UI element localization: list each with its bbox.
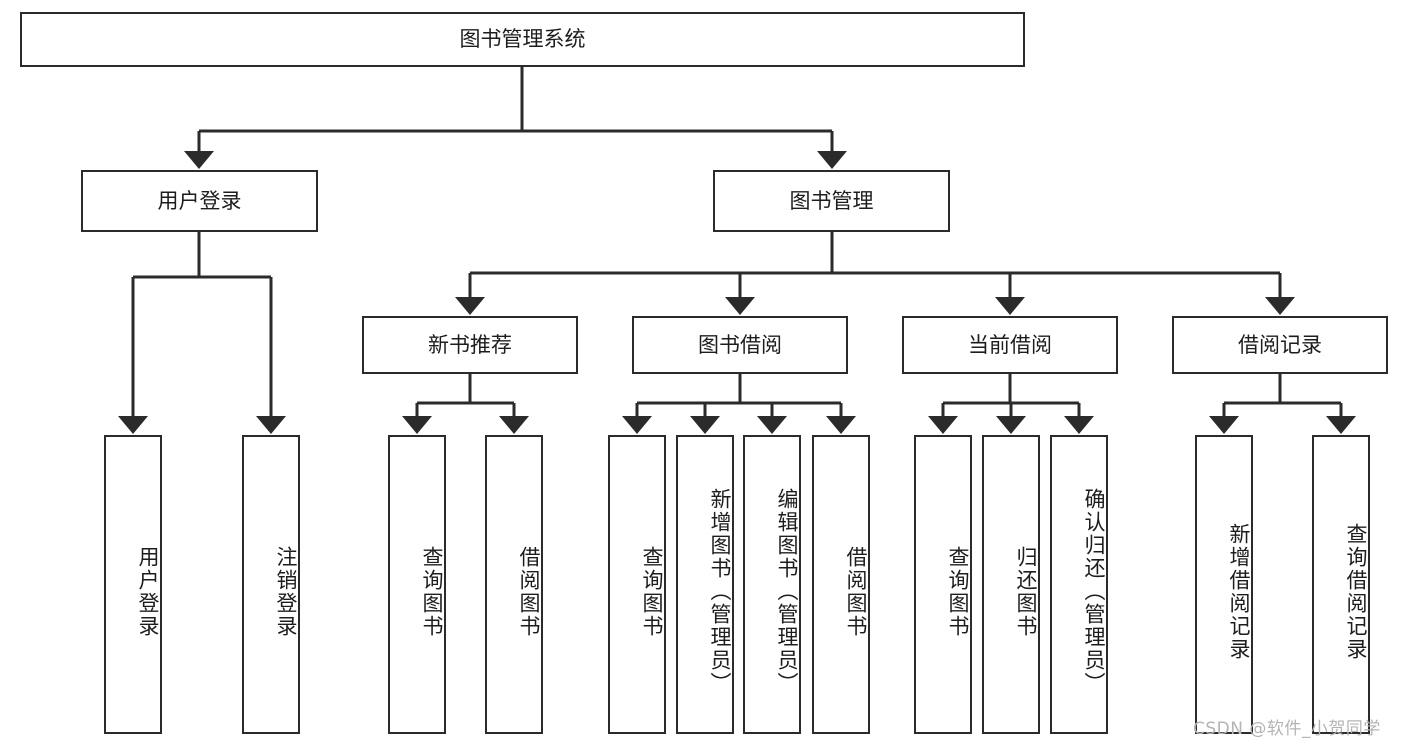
node-label: 图书借阅 [698,332,782,357]
node-label: 归还图书 [1014,545,1038,638]
leaf-current-return-book[interactable]: 归还图书 [982,435,1040,734]
csdn-watermark: CSDN @软件_小贺同学 [1193,719,1381,739]
node-label: 查询借阅记录 [1344,522,1368,661]
node-user-login[interactable]: 用户登录 [81,170,318,232]
leaf-recommend-borrow-book[interactable]: 借阅图书 [485,435,543,734]
node-label: 图书管理系统 [459,27,586,52]
leaf-current-query-book[interactable]: 查询图书 [914,435,972,734]
node-borrow-records[interactable]: 借阅记录 [1172,316,1388,374]
node-root-system[interactable]: 图书管理系统 [20,12,1025,67]
node-label: 图书管理 [789,188,874,213]
leaf-records-add-record[interactable]: 新增借阅记录 [1195,435,1253,734]
node-label: 用户登录 [136,545,160,638]
leaf-borrow-add-book[interactable]: 新增图书（管理员） [676,435,734,734]
leaf-recommend-query-book[interactable]: 查询图书 [388,435,446,734]
node-label: 新书推荐 [428,332,512,357]
leaf-user-login-login[interactable]: 用户登录 [104,435,162,734]
node-label: 确认归还（管理员） [1082,488,1106,695]
node-label: 当前借阅 [968,332,1052,357]
node-label: 用户登录 [157,188,242,213]
node-label: 查询图书 [946,545,970,638]
node-new-book-recommend[interactable]: 新书推荐 [362,316,578,374]
node-label: 新增图书（管理员） [708,488,732,695]
leaf-borrow-query-book[interactable]: 查询图书 [608,435,666,734]
leaf-records-query-record[interactable]: 查询借阅记录 [1312,435,1370,734]
node-book-management[interactable]: 图书管理 [713,170,950,232]
leaf-borrow-borrow-book[interactable]: 借阅图书 [812,435,870,734]
node-label: 查询图书 [420,545,444,638]
node-book-borrow[interactable]: 图书借阅 [632,316,848,374]
node-label: 查询图书 [640,545,664,638]
node-current-borrow[interactable]: 当前借阅 [902,316,1118,374]
node-label: 借阅图书 [517,545,541,638]
node-label: 借阅图书 [844,545,868,638]
leaf-user-login-logout[interactable]: 注销登录 [242,435,300,734]
node-label: 新增借阅记录 [1227,522,1251,661]
leaf-current-confirm-return[interactable]: 确认归还（管理员） [1050,435,1108,734]
node-label: 注销登录 [274,545,298,638]
node-label: 借阅记录 [1238,332,1322,357]
leaf-borrow-edit-book[interactable]: 编辑图书（管理员） [743,435,801,734]
node-label: 编辑图书（管理员） [775,488,799,695]
